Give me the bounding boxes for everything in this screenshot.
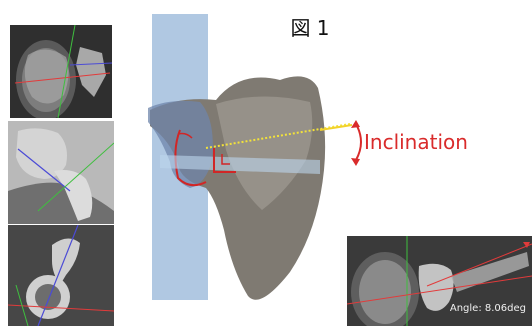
ct-panel-bottom-right: Angle: 8.06deg — [347, 236, 532, 326]
inclination-label: Inclination — [364, 130, 468, 154]
ct-panel-middle-left — [8, 121, 114, 224]
ct-panel-bottom-left — [8, 225, 114, 326]
scapula-diagram — [120, 10, 352, 326]
ct-panel-top-left — [10, 25, 112, 118]
angle-readout: Angle: 8.06deg — [450, 303, 526, 314]
